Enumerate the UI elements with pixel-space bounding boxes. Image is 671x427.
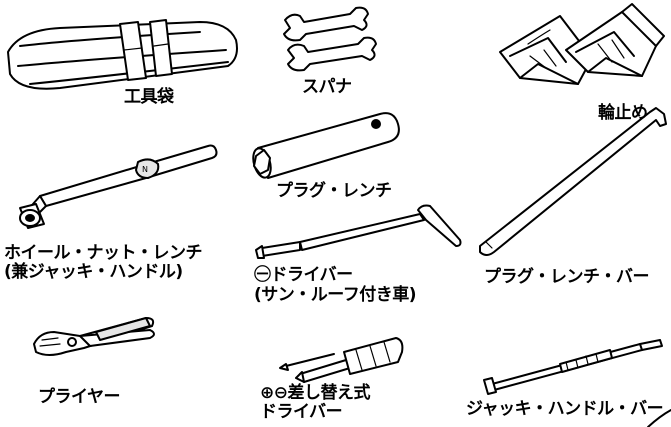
minus-driver-illustration	[255, 204, 462, 259]
spanner-illustration	[283, 6, 377, 72]
spanner-label: スパナ	[302, 77, 352, 97]
wheel-nut-wrench-label-line2: (兼ジャッキ・ハンドル)	[4, 262, 183, 282]
wrench-marking: N	[142, 165, 148, 174]
corner-mark	[647, 409, 671, 427]
jack-handle-bar-label: ジャッキ・ハンドル・バー	[466, 399, 664, 419]
wheel-nut-wrench-illustration: N	[19, 144, 218, 229]
pliers-label: プライヤー	[38, 387, 121, 407]
wheel-chock-label: 輪止め	[598, 103, 648, 123]
plug-wrench-bar-label: プラグ・レンチ・バー	[484, 267, 650, 287]
wheel-nut-wrench-label-line1: ホイール・ナット・レンチ	[4, 243, 203, 263]
tool-bag-illustration	[7, 19, 238, 90]
minus-driver-label-line1: ㊀ドライバー	[254, 265, 353, 285]
wheel-chock-illustration	[499, 3, 665, 85]
replaceable-driver-label-line1: ⊕⊖差し替え式	[260, 383, 371, 403]
pliers-illustration	[33, 317, 155, 356]
plug-wrench-label: プラグ・レンチ	[276, 181, 392, 201]
plug-wrench-bar-illustration	[479, 107, 667, 256]
minus-driver-label-line2: (サン・ルーフ付き車)	[254, 285, 417, 305]
replaceable-driver-label-line2: ドライバー	[260, 402, 343, 422]
tool-bag-label: 工具袋	[124, 87, 174, 107]
jack-handle-bar-illustration	[483, 339, 663, 395]
replaceable-driver-illustration	[279, 337, 404, 383]
plug-wrench-illustration	[252, 112, 400, 179]
